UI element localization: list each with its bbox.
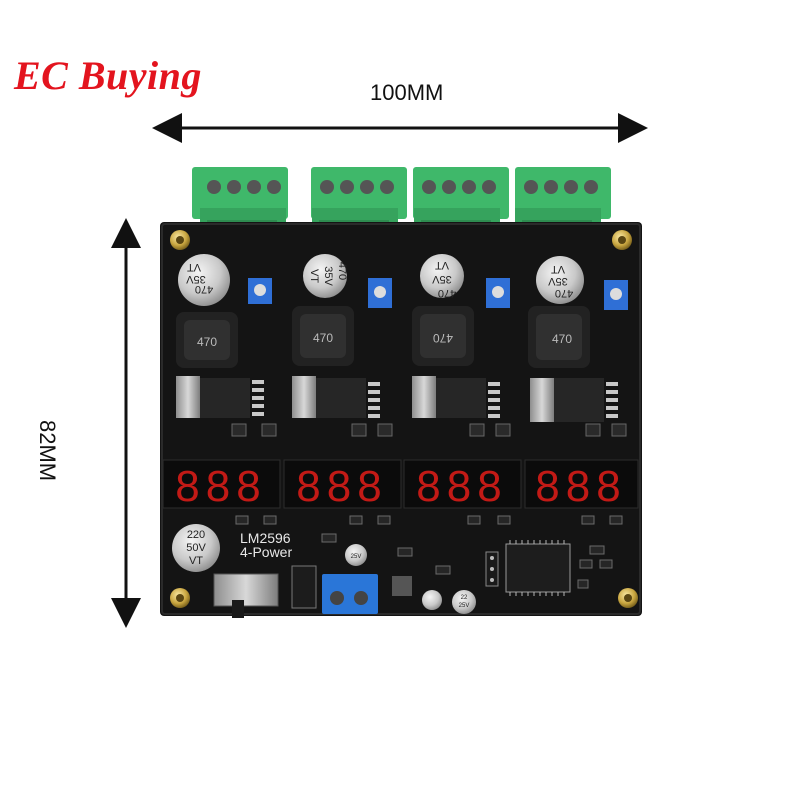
- small-capacitor-a: 25V: [345, 544, 367, 566]
- width-dimension-label: 100MM: [370, 80, 444, 105]
- display-2-digits: 888: [296, 462, 387, 511]
- channel-1-inductor-label: 470: [197, 335, 217, 349]
- channel-3: 470 35V VT 470: [412, 254, 510, 418]
- seven-segment-displays: 888 888 888 888: [162, 459, 639, 511]
- svg-text:35V: 35V: [322, 266, 334, 286]
- input-capacitor: 220 50V VT: [172, 524, 220, 572]
- svg-text:50V: 50V: [186, 542, 206, 554]
- microcontroller-chip: [505, 540, 571, 596]
- display-1-digits: 888: [175, 462, 266, 511]
- svg-text:25V: 25V: [351, 554, 362, 560]
- channel-4-inductor-label: 470: [552, 332, 572, 346]
- display-4: 888: [524, 459, 639, 511]
- channel-2: 470 35V VT 470: [292, 254, 392, 418]
- mounting-screws: [170, 230, 638, 608]
- channel-1: 470 35V VT 470: [176, 254, 272, 418]
- display-4-digits: 888: [535, 462, 626, 511]
- channel-2-inductor-label: 470: [313, 331, 333, 345]
- svg-text:VT: VT: [435, 259, 449, 271]
- display-3: 888: [403, 459, 522, 511]
- model-subtitle-silkscreen: 4-Power: [240, 544, 292, 560]
- channel-3-inductor-label: 470: [433, 331, 453, 345]
- channel-4-cap-value: 470: [555, 287, 573, 299]
- display-3-digits: 888: [416, 462, 507, 511]
- svg-text:VT: VT: [189, 555, 203, 567]
- input-terminal-block: [322, 574, 378, 614]
- svg-text:VT: VT: [187, 261, 201, 273]
- svg-text:220: 220: [187, 529, 205, 541]
- channel-4: 470 35V VT 470: [528, 256, 628, 422]
- svg-text:25V: 25V: [459, 603, 470, 609]
- channel-3-cap-value: 470: [438, 287, 456, 299]
- svg-text:35V: 35V: [548, 275, 568, 287]
- small-capacitor-b: 22 25V: [452, 590, 476, 614]
- channel-1-cap-value: 470: [195, 283, 213, 295]
- svg-text:VT: VT: [308, 269, 320, 283]
- display-1: 888: [162, 459, 281, 511]
- svg-text:35V: 35V: [186, 273, 206, 285]
- svg-text:35V: 35V: [432, 273, 452, 285]
- power-switch: [213, 573, 279, 618]
- svg-text:22: 22: [461, 595, 468, 601]
- brand-logo-text: EC Buying: [14, 53, 202, 98]
- channel-2-cap-value: 470: [336, 262, 348, 280]
- display-2: 888: [283, 459, 402, 511]
- svg-text:VT: VT: [551, 263, 565, 275]
- pcb-board: [160, 222, 642, 616]
- model-silkscreen: LM2596: [240, 530, 291, 546]
